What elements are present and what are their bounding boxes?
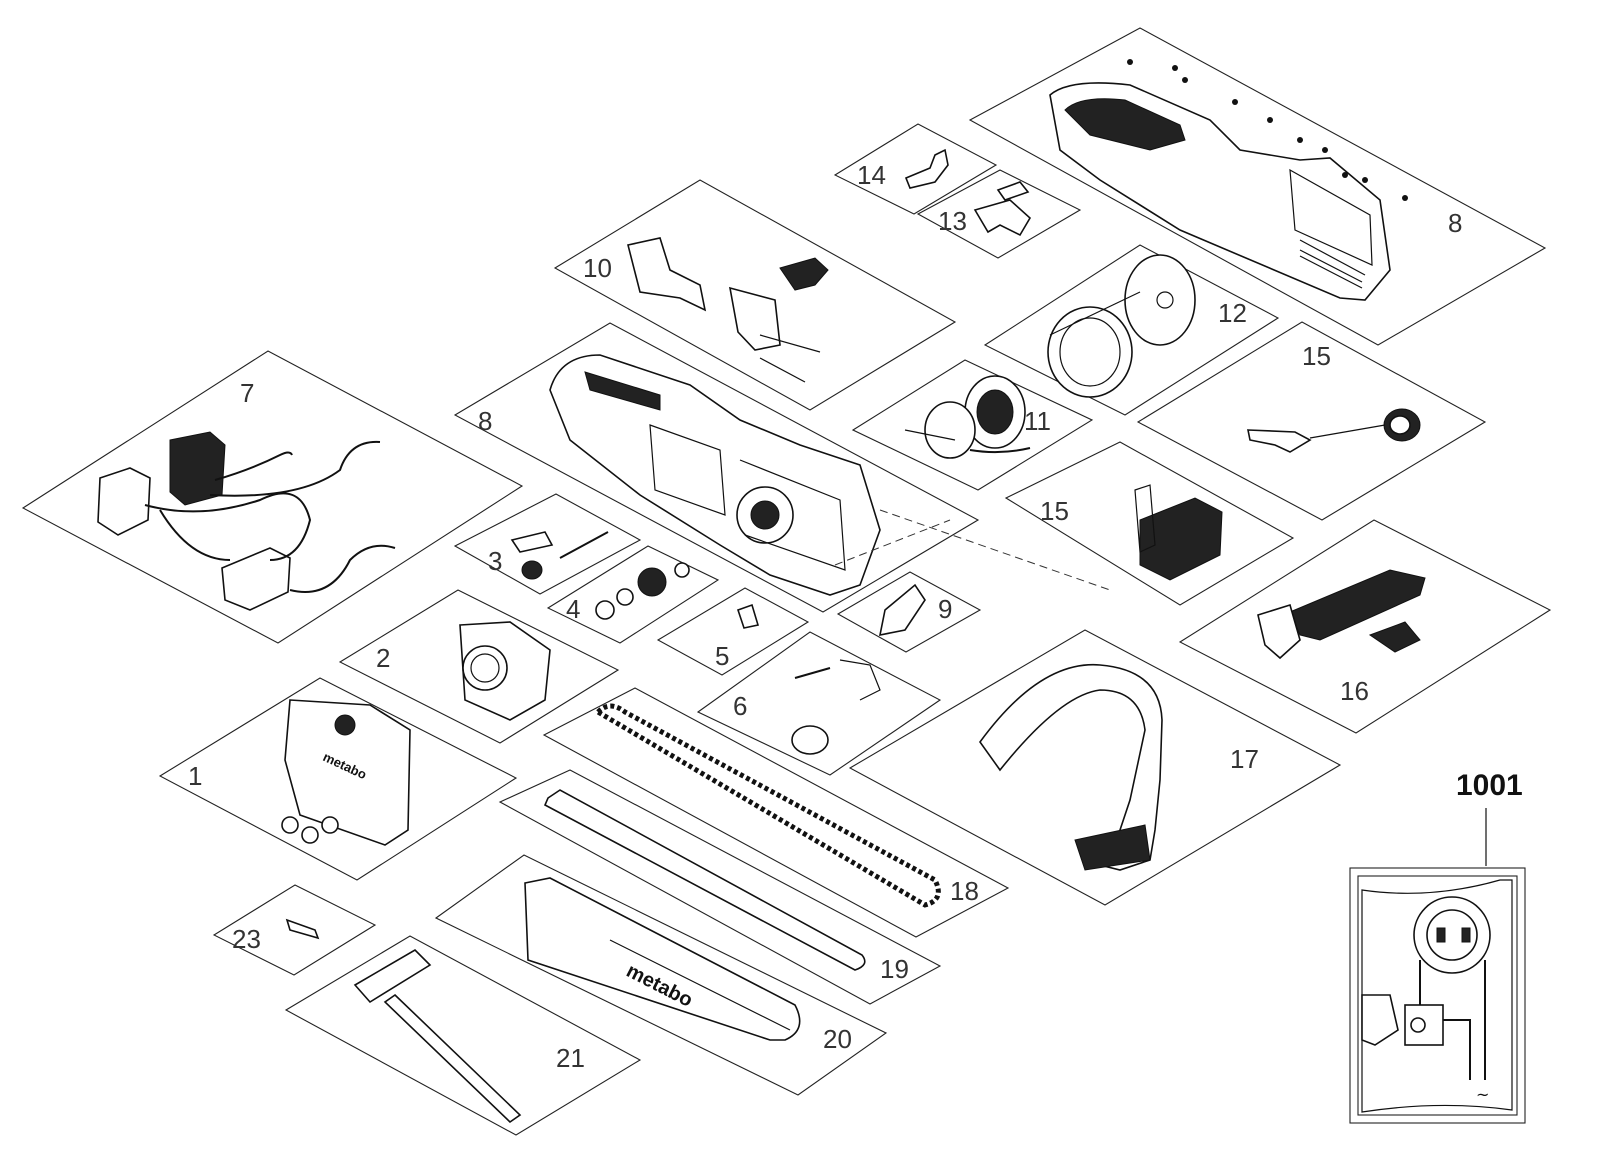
group-label-23: 23: [232, 924, 261, 954]
group-1-panel: metabo 1: [158, 677, 518, 881]
group-7-panel: 7: [21, 350, 524, 644]
group-17-panel: 16: [1178, 519, 1552, 734]
group-13-panel: 13: [916, 169, 1082, 259]
group-5-panel: 5: [656, 587, 810, 676]
group-14-panel: 14: [833, 123, 998, 215]
group-label-20: 19: [880, 954, 909, 984]
group-label-8-top: 8: [1448, 208, 1462, 238]
group-label-17: 16: [1340, 676, 1369, 706]
group-label-1: 1: [188, 761, 202, 791]
group-label-8-middle: 8: [478, 406, 492, 436]
group-22-panel: 21: [284, 935, 642, 1136]
group-6-panel: 6: [696, 631, 942, 776]
group-4-panel: 4: [546, 545, 720, 644]
group-label-12: 12: [1218, 298, 1247, 328]
group-label-22: 21: [556, 1043, 585, 1073]
group-label-15: 15: [1302, 341, 1331, 371]
ac-symbol: ~: [1476, 1085, 1489, 1104]
group-label-13: 13: [938, 206, 967, 236]
wiring-diagram-1001: 1001 ~: [1349, 769, 1526, 1124]
group-21-panel: metabo 20: [434, 854, 888, 1096]
group-8-housing-left: 8: [453, 322, 1111, 613]
group-label-7: 7: [240, 378, 254, 408]
group-label-2: 2: [376, 643, 390, 673]
group-label-3: 3: [488, 546, 502, 576]
group-label-14: 14: [857, 160, 886, 190]
wiring-diagram-label: 1001: [1456, 769, 1523, 802]
group-label-10: 10: [583, 253, 612, 283]
group-16-panel: 15: [1004, 441, 1295, 606]
group-label-16: 15: [1040, 496, 1069, 526]
group-18-panel: 17: [848, 629, 1342, 906]
group-label-11: 11: [1024, 406, 1051, 436]
group-23-panel: 23: [212, 884, 377, 976]
group-20-panel: 19: [498, 769, 942, 1005]
group-2-panel: 2: [338, 589, 620, 744]
group-9-panel: 9: [836, 571, 982, 653]
group-label-18: 17: [1230, 744, 1259, 774]
group-label-9: 9: [938, 594, 952, 624]
group-3-panel: 3: [453, 493, 642, 595]
group-label-5: 5: [715, 641, 729, 671]
group-label-6: 6: [733, 691, 747, 721]
group-8-housing-right: 8: [968, 27, 1547, 346]
group-10-panel: 10: [553, 179, 957, 411]
group-12-panel: 12: [983, 244, 1280, 416]
group-label-19: 18: [950, 876, 979, 906]
group-label-21: 20: [823, 1024, 852, 1054]
group-11-panel: 11: [851, 359, 1094, 491]
group-19-panel: 18: [542, 687, 1010, 938]
group-label-4: 4: [566, 594, 580, 624]
group-15-panel: 15: [1136, 321, 1487, 521]
